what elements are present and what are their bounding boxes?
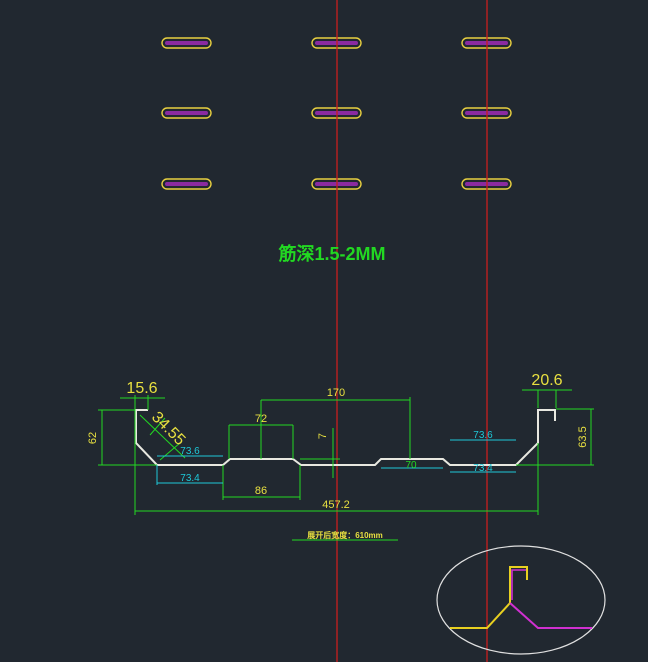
dim-pitch: 170 [327, 387, 345, 399]
dim-rib-depth: 7 [317, 433, 329, 439]
unfold-width-note: 展开后宽度：610mm [306, 530, 383, 540]
slot-hole-inner [165, 111, 208, 115]
dim-flat-top-left: 73.6 [180, 446, 200, 457]
slot-hole-inner [165, 41, 208, 45]
dim-flat-bottom-left: 73.4 [180, 473, 200, 484]
dim-rib-bottom: 86 [255, 485, 267, 497]
dim-rib-top: 72 [255, 413, 267, 425]
detail-view [436, 545, 606, 655]
panel-profile [135, 409, 556, 466]
slot-hole-inner [165, 182, 208, 186]
dim-height-right: 63.5 [577, 426, 589, 447]
dim-flat-bottom-right: 73.4 [473, 463, 493, 474]
dim-lip-left: 15.6 [126, 380, 157, 397]
dim-overall-width: 457.2 [322, 499, 350, 511]
dim-rib-top-2: 70 [405, 460, 417, 471]
slot-hole [161, 107, 212, 119]
slot-hole [161, 178, 212, 190]
slot-hole [161, 37, 212, 49]
dimension-lines [98, 389, 594, 541]
dim-lip-right: 20.6 [531, 372, 562, 389]
rib-depth-note: 筋深1.5-2MM [278, 243, 385, 264]
dim-flat-top-right: 73.6 [473, 430, 493, 441]
dim-height-left: 62 [87, 432, 99, 444]
